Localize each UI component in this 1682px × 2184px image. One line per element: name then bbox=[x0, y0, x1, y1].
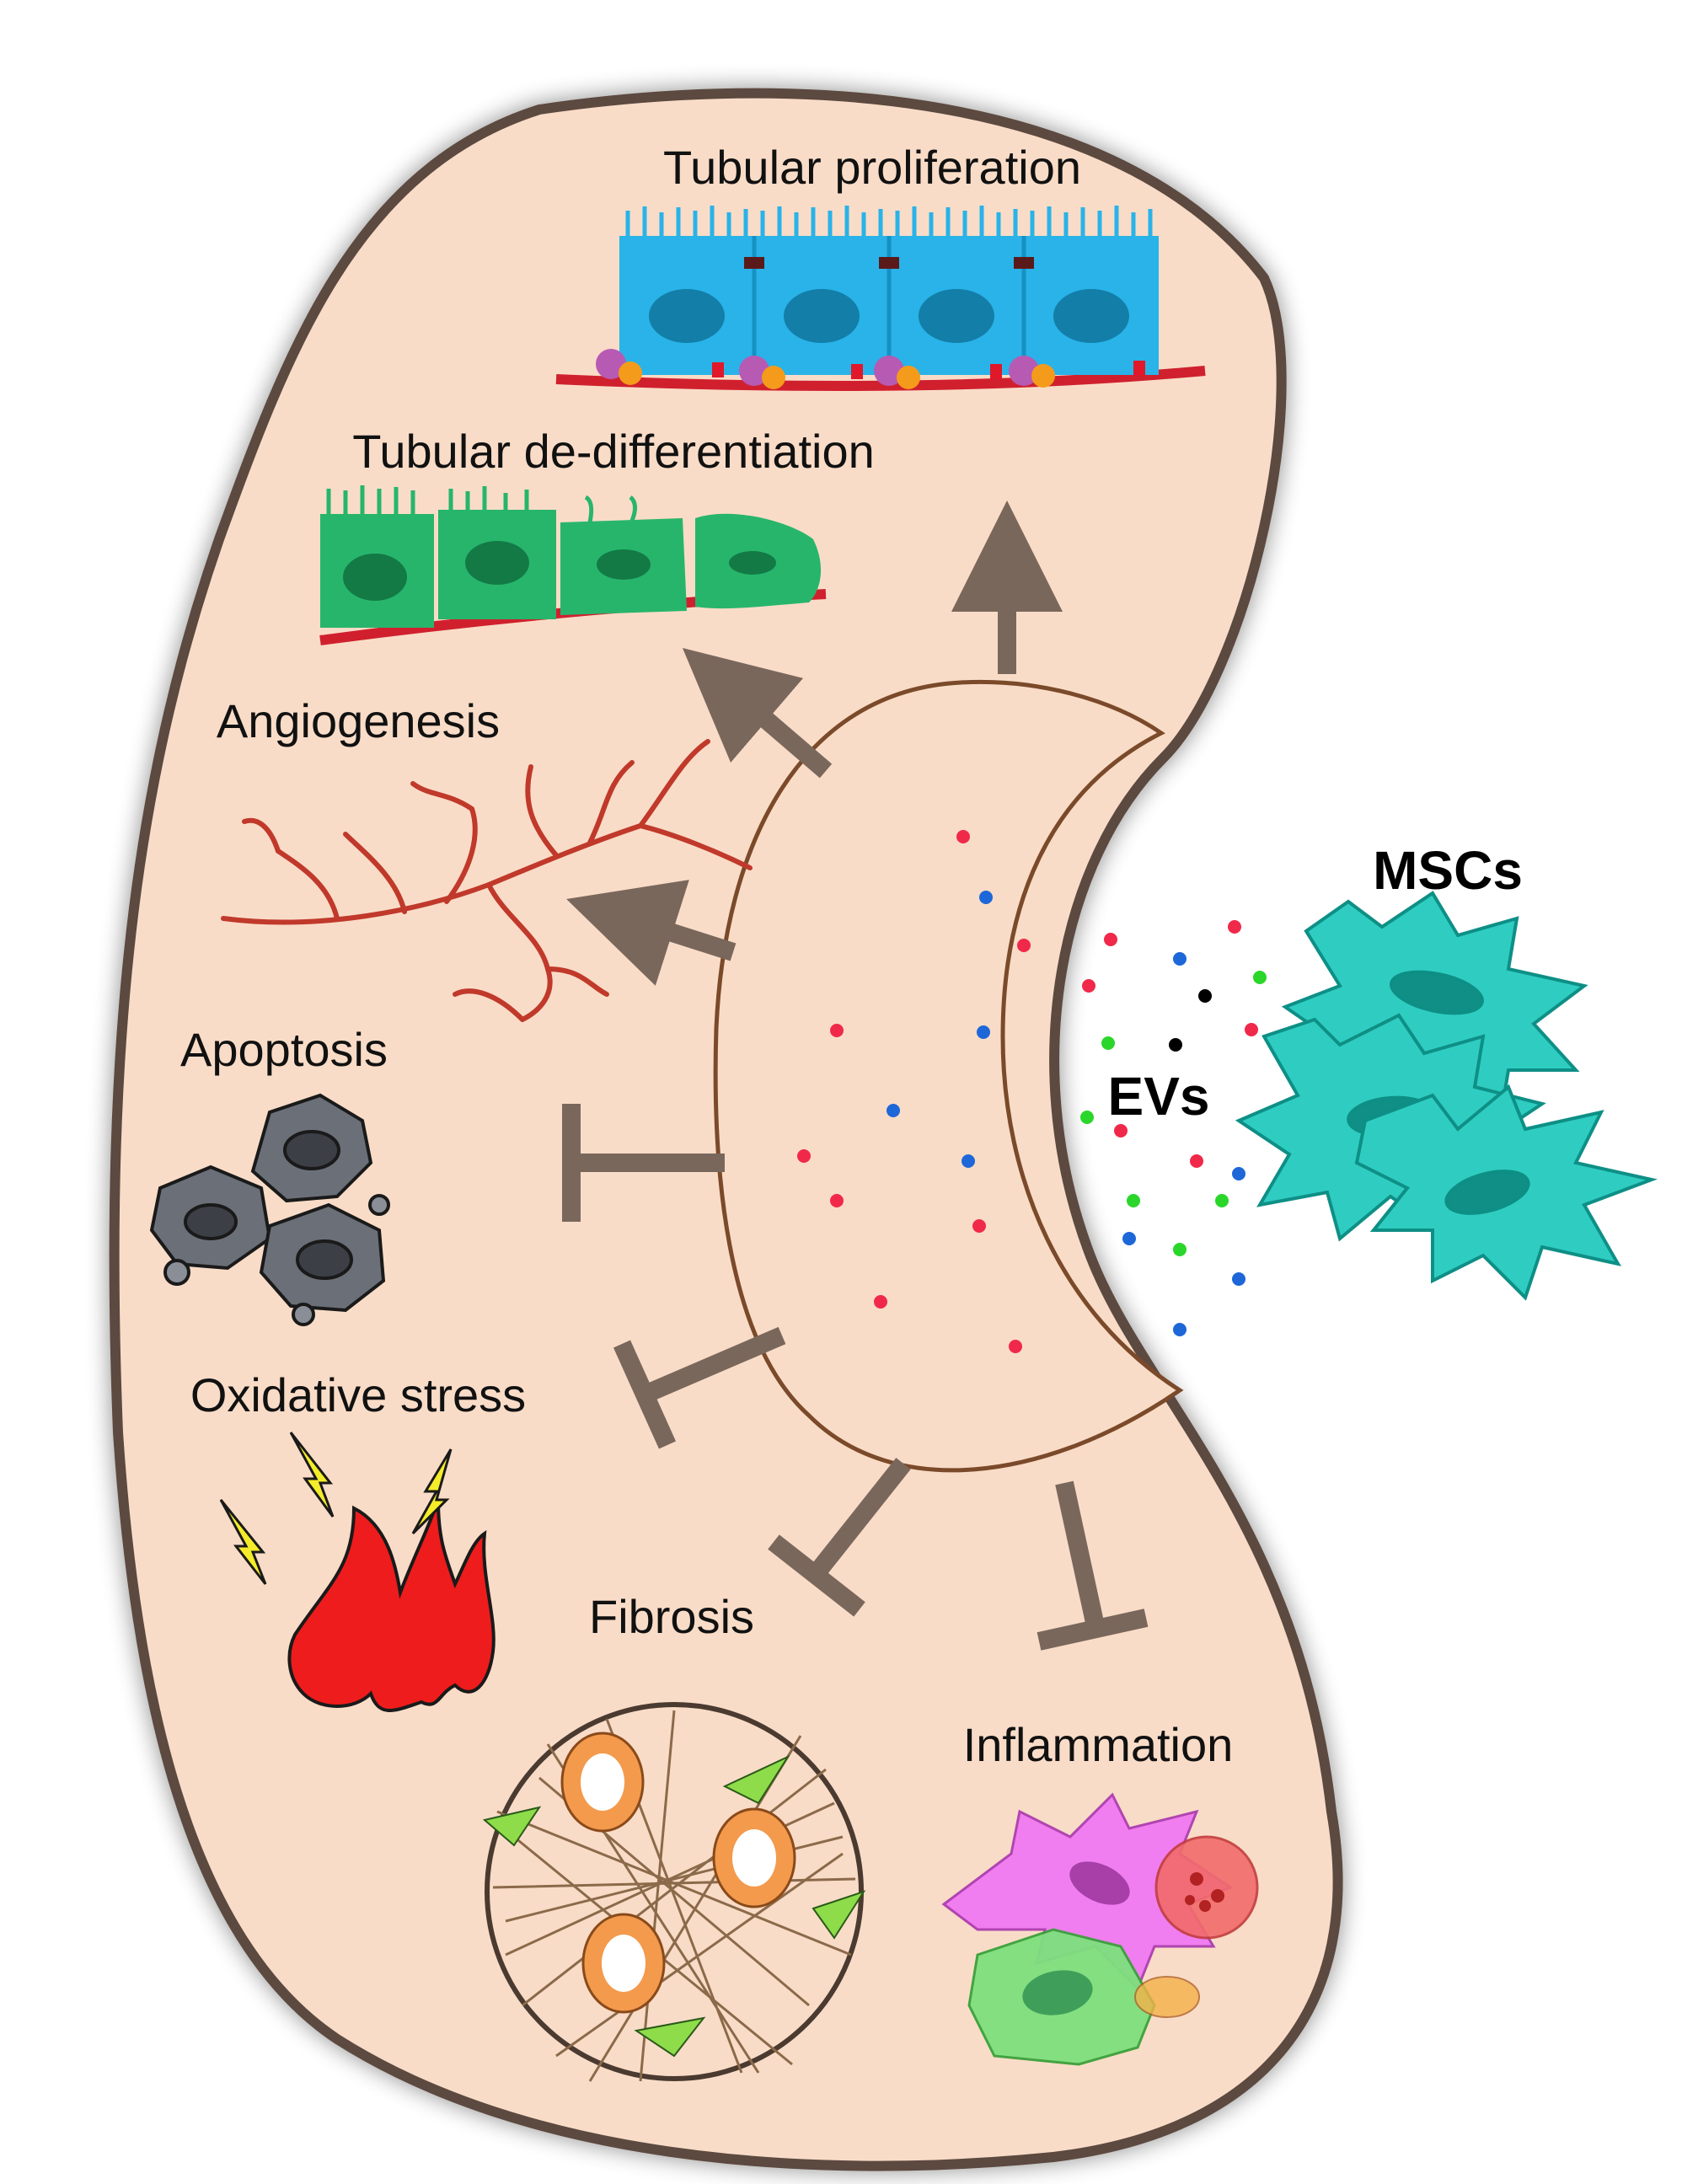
proliferating-tubular-cells bbox=[555, 206, 1206, 391]
label-inflammation: Inflammation bbox=[963, 1718, 1234, 1771]
inhibit-fibrosis bbox=[808, 1458, 911, 1580]
ev-dot bbox=[1198, 989, 1212, 1003]
ev-dot bbox=[1228, 920, 1241, 934]
ev-dot bbox=[956, 830, 970, 843]
ev-dot bbox=[887, 1104, 900, 1117]
apoptotic-cells bbox=[149, 1093, 390, 1326]
label-angiogenesis: Angiogenesis bbox=[217, 694, 500, 747]
ev-dot bbox=[1245, 1023, 1258, 1036]
inhibit-oxidative-stress-bar bbox=[613, 1340, 677, 1449]
ev-dot bbox=[1253, 971, 1267, 984]
inhibit-inflammation bbox=[1055, 1480, 1105, 1629]
arrow-tubular-dedifferentiation bbox=[682, 648, 833, 779]
ev-dot bbox=[1232, 1167, 1245, 1180]
blood-vessels bbox=[221, 739, 753, 1022]
inflammatory-cells bbox=[941, 1792, 1259, 2066]
ev-dot bbox=[1173, 952, 1187, 966]
ev-dot bbox=[830, 1194, 844, 1207]
oxidative-stress-icon bbox=[219, 1432, 495, 1712]
ev-dot bbox=[979, 891, 993, 904]
label-evs: EVs bbox=[1108, 1066, 1210, 1127]
ev-dot bbox=[1017, 939, 1031, 952]
ev-dot bbox=[1009, 1340, 1022, 1353]
ev-dot bbox=[1173, 1243, 1187, 1256]
internal-ev-dots bbox=[797, 830, 1031, 1353]
label-oxidative-stress: Oxidative stress bbox=[190, 1368, 526, 1421]
inhibit-inflammation-bar bbox=[1037, 1609, 1149, 1651]
lightning-icon bbox=[289, 1432, 335, 1518]
effect-connectors bbox=[562, 500, 1149, 1651]
fibrosis-icon bbox=[482, 1702, 866, 2082]
ev-dot bbox=[1101, 1036, 1115, 1050]
central-region bbox=[713, 679, 1184, 1473]
ev-dot bbox=[1127, 1194, 1140, 1207]
lightning-icon bbox=[219, 1499, 267, 1585]
ev-dot bbox=[874, 1295, 887, 1309]
ev-dot bbox=[1169, 1038, 1182, 1052]
ev-dot bbox=[962, 1154, 975, 1168]
label-fibrosis: Fibrosis bbox=[589, 1590, 754, 1643]
ev-dot bbox=[972, 1219, 986, 1233]
msc-cells bbox=[1235, 891, 1658, 1301]
ev-dot bbox=[830, 1024, 844, 1037]
ev-dot bbox=[1173, 1323, 1187, 1336]
ev-dot bbox=[1080, 1111, 1094, 1124]
arrow-angiogenesis bbox=[566, 880, 737, 986]
label-tubular-proliferation: Tubular proliferation bbox=[663, 141, 1081, 194]
label-apoptosis: Apoptosis bbox=[180, 1023, 388, 1076]
ev-dot bbox=[1114, 1124, 1128, 1138]
lightning-icon bbox=[411, 1448, 453, 1535]
neutrophil-cell bbox=[1154, 1835, 1259, 1940]
inhibit-fibrosis-bar bbox=[768, 1534, 865, 1617]
label-mscs: MSCs bbox=[1373, 840, 1523, 901]
ev-dot bbox=[1190, 1154, 1203, 1168]
ev-dot bbox=[1104, 933, 1117, 946]
label-tubular-dedifferentiation: Tubular de-differentiation bbox=[352, 425, 875, 478]
ev-dot bbox=[977, 1025, 990, 1039]
inhibit-oxidative-stress bbox=[640, 1326, 786, 1404]
ev-dot bbox=[1215, 1194, 1229, 1207]
ev-dot bbox=[1232, 1272, 1245, 1286]
external-ev-dots bbox=[1080, 920, 1267, 1336]
ev-dot bbox=[797, 1149, 811, 1163]
ev-dot bbox=[1082, 979, 1095, 993]
flame-icon bbox=[287, 1499, 495, 1712]
dedifferentiating-tubular-cells bbox=[319, 485, 827, 645]
ev-dot bbox=[1122, 1232, 1136, 1245]
